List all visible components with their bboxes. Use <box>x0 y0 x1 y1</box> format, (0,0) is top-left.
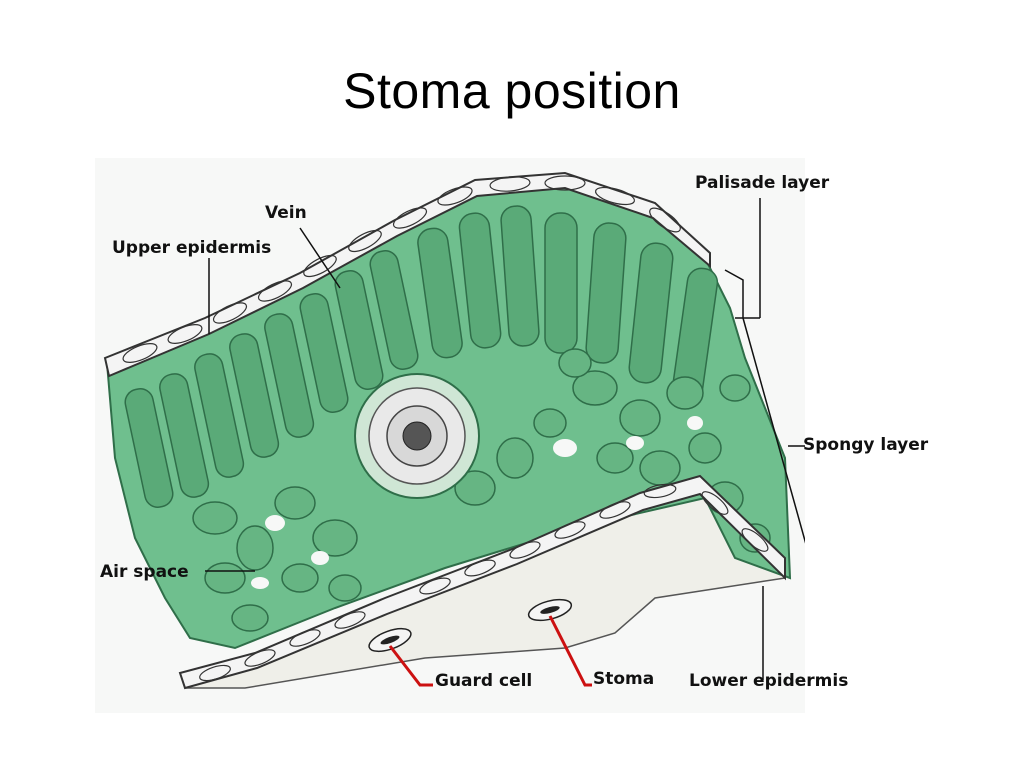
palisade-bracket <box>724 269 744 318</box>
leaf-cross-section-diagram: Palisade layer Vein Upper epidermis Spon… <box>95 158 928 713</box>
spongy-cells <box>192 348 771 632</box>
upper-epidermis-label: Upper epidermis <box>112 238 272 258</box>
spongy-layer-label: Spongy layer <box>803 435 929 455</box>
lower-epidermis-cells <box>199 483 769 682</box>
vein-bundle <box>354 373 480 499</box>
stoma-label: Stoma <box>593 669 655 689</box>
upper-epidermis-layer <box>103 171 711 378</box>
air-space-label: Air space <box>100 562 189 582</box>
upper-epidermis-cells <box>122 175 681 363</box>
leaf-illustration <box>95 158 805 713</box>
palisade-cells <box>124 205 719 508</box>
pointer-lines <box>205 198 805 680</box>
vein-label: Vein <box>265 203 307 223</box>
red-pointer-lines <box>388 615 592 687</box>
palisade-layer-label: Palisade layer <box>695 173 830 193</box>
stoma-openings <box>368 598 573 653</box>
guard-cell-label: Guard cell <box>435 671 533 691</box>
lower-epidermis-layer <box>178 474 786 690</box>
spongy-bracket <box>742 317 805 544</box>
slide-title: Stoma position <box>343 63 681 119</box>
air-spaces <box>251 416 703 589</box>
lower-epidermis-label: Lower epidermis <box>689 671 849 691</box>
